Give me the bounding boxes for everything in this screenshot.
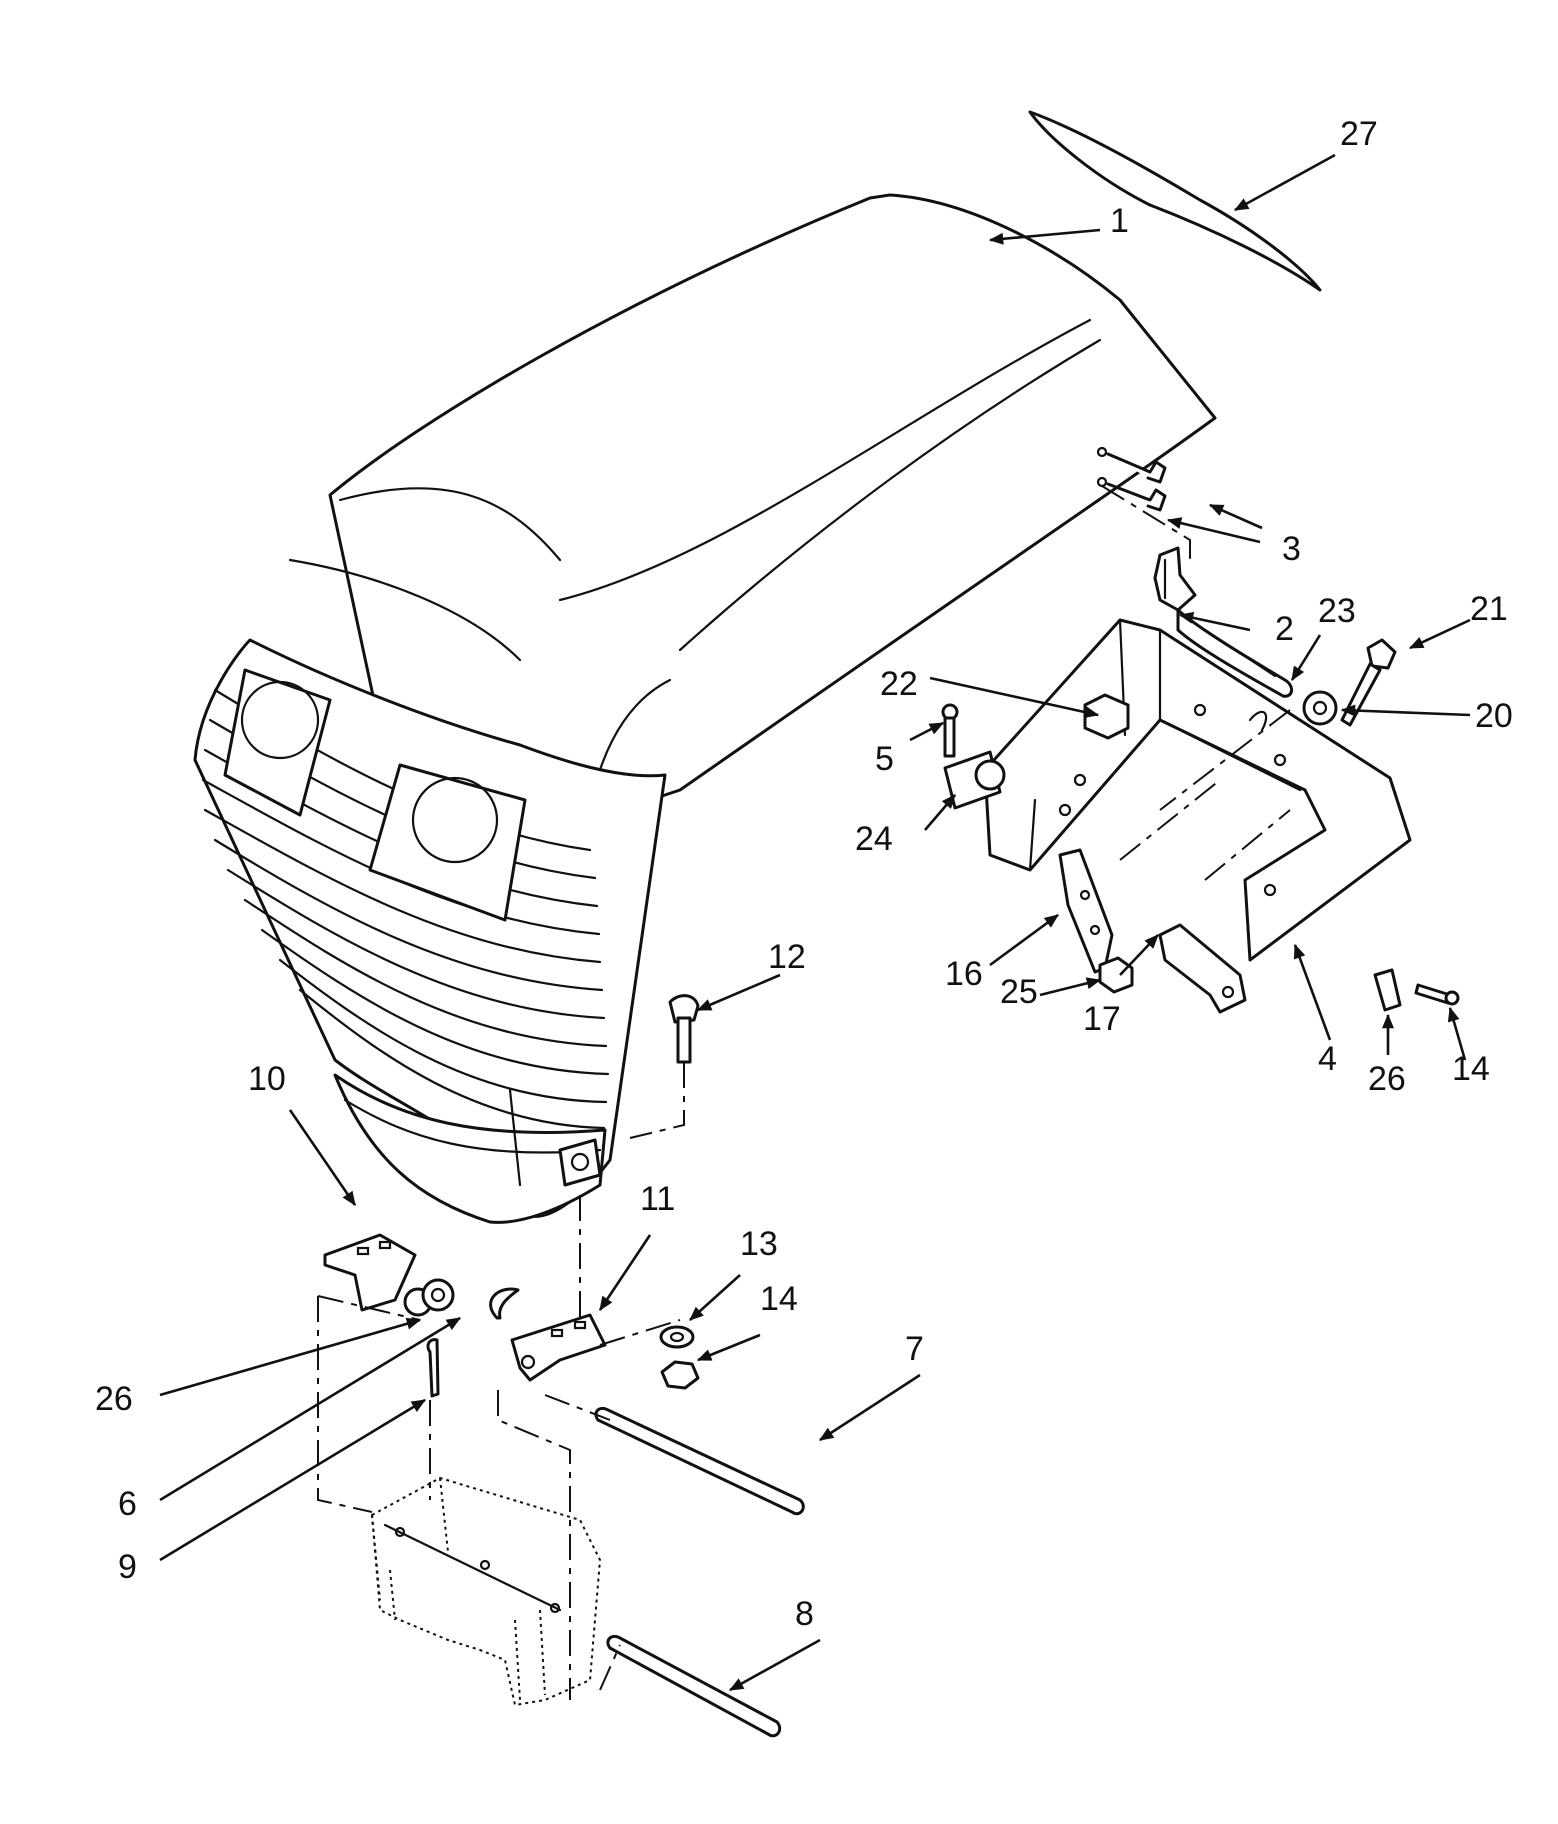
callout-11: 11 xyxy=(640,1180,675,1218)
callout-17: 16 xyxy=(945,955,983,993)
clip-part-25 xyxy=(1373,968,1402,1012)
nut-part-24 xyxy=(1098,956,1134,994)
leader-arrows xyxy=(159,153,1471,1692)
callout-27: 27 xyxy=(1340,115,1378,153)
rod-part-8 xyxy=(606,1634,782,1738)
callout-19: 20 xyxy=(1475,697,1513,735)
bracket-part-4 xyxy=(983,618,1412,962)
bracket-part-18 xyxy=(1158,923,1247,1014)
callout-6: 6 xyxy=(118,1485,137,1523)
latch-part-2 xyxy=(1153,546,1197,612)
callout-25: 26 xyxy=(1368,1060,1406,1098)
mounting-frame-reference xyxy=(370,1476,602,1707)
washer-part-13 xyxy=(659,1325,695,1349)
callout-23: 24 xyxy=(855,820,893,858)
pins-part-3 xyxy=(1096,446,1191,560)
bolt-part-12 xyxy=(629,994,700,1139)
callout-7: 7 xyxy=(905,1330,924,1368)
callout-labels: 27 1 3 2 23 21 20 22 5 24 16 24 25 17 4 … xyxy=(95,115,1513,1633)
callout-26-label: 26 xyxy=(95,1380,133,1418)
callout-3: 3 xyxy=(1282,530,1301,568)
hinge-bracket-part-11 xyxy=(510,1313,607,1382)
decal-part-27 xyxy=(1028,110,1322,292)
callout-9: 9 xyxy=(118,1548,137,1586)
callout-13: 13 xyxy=(740,1225,778,1263)
nut-part-14 xyxy=(660,1360,700,1390)
callout-16: 14 xyxy=(1452,1050,1490,1088)
callout-1: 1 xyxy=(1110,202,1129,240)
hood-part-1 xyxy=(193,193,1217,1224)
callout-10: 10 xyxy=(248,1060,286,1098)
alignment-lines xyxy=(317,709,1291,1700)
callout-12: 12 xyxy=(768,938,806,976)
spring-part-22 xyxy=(1176,608,1293,698)
cotter-pin-part-9 xyxy=(426,1338,440,1398)
clip-part-21 xyxy=(1083,693,1130,740)
callout-14-label: 14 xyxy=(760,1280,798,1318)
callout-4: 4 xyxy=(1318,1040,1337,1078)
screw-part-16 xyxy=(1414,983,1460,1006)
callout-21: 22 xyxy=(880,665,918,703)
callout-24-visible: 25 xyxy=(1000,973,1038,1011)
latch-plate-part-17 xyxy=(1058,848,1114,974)
callout-5: 5 xyxy=(875,740,894,778)
callout-8: 8 xyxy=(795,1595,814,1633)
washer-part-19 xyxy=(1302,690,1338,726)
e-clip-part-6 xyxy=(489,1287,520,1320)
bushing-part-26 xyxy=(403,1278,455,1317)
callout-2: 2 xyxy=(1275,610,1294,648)
callout-18: 17 xyxy=(1083,1000,1121,1038)
bolt-part-5 xyxy=(941,703,959,758)
hinge-bracket-part-10 xyxy=(323,1233,417,1312)
callout-22: 23 xyxy=(1318,592,1356,630)
rod-part-7 xyxy=(594,1406,805,1516)
callout-20: 21 xyxy=(1470,590,1508,628)
